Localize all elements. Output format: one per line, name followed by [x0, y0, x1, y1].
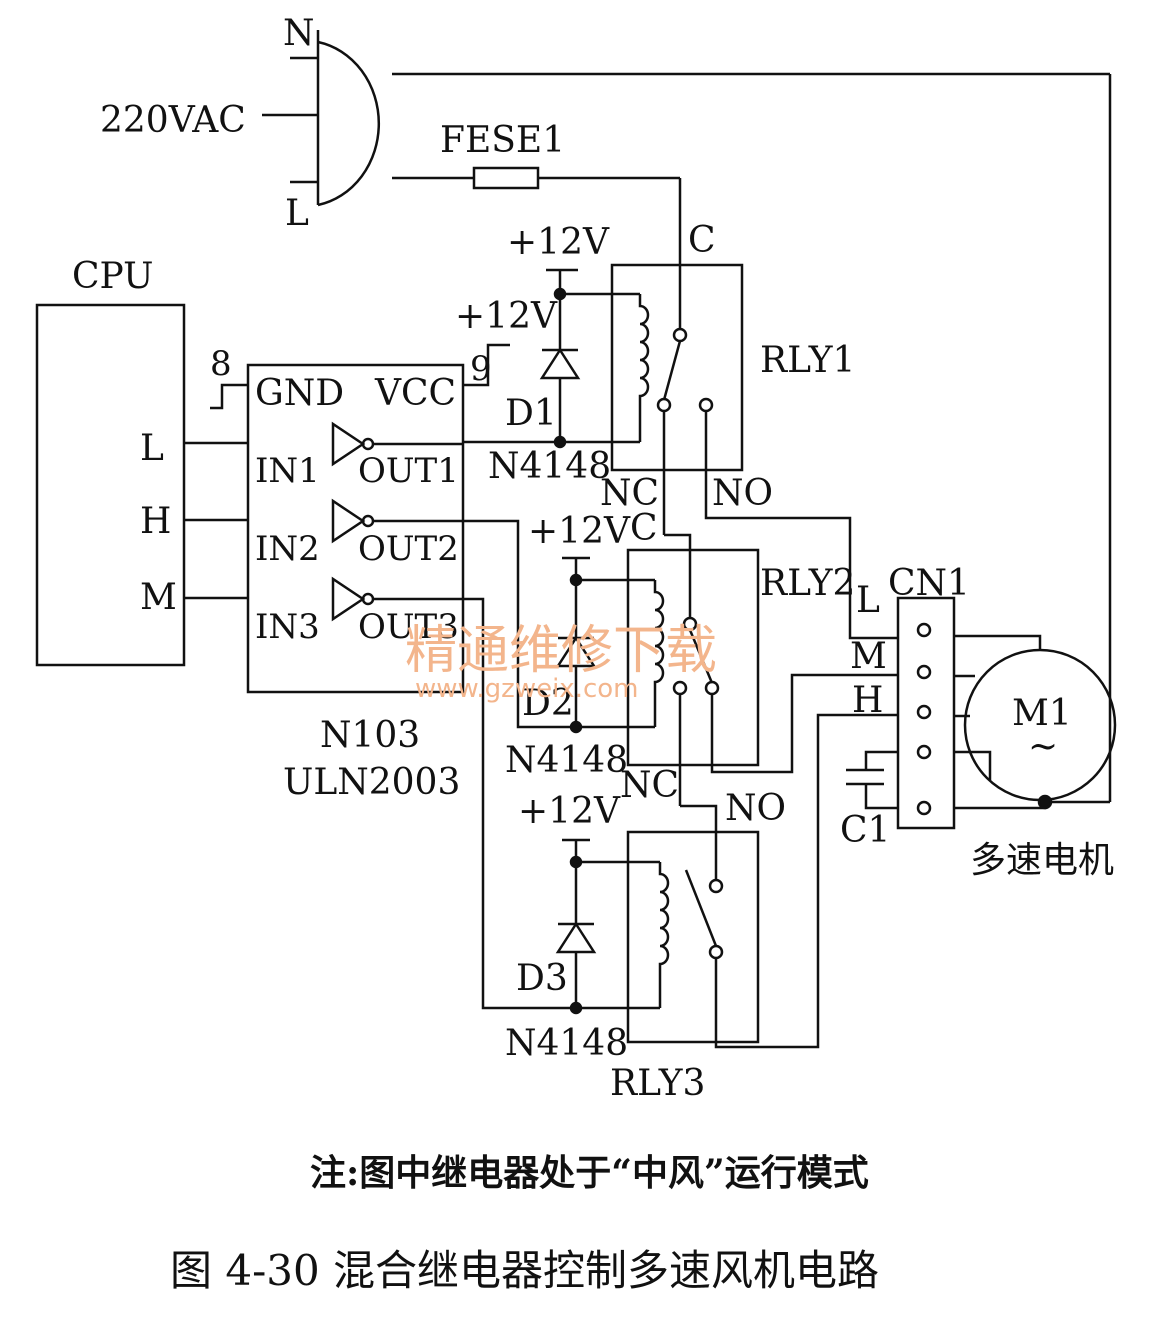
mains-voltage-label: 220VAC	[100, 100, 246, 141]
cpu-pin-h: H	[140, 501, 171, 542]
d2-label: D2	[522, 683, 574, 724]
driver-part: ULN2003	[283, 762, 460, 803]
relay-2	[463, 519, 898, 806]
cn1-l-label: L	[856, 580, 880, 621]
cpu-block	[35, 303, 186, 667]
vcc-label: VCC	[374, 373, 456, 414]
mains-plug	[262, 30, 1112, 804]
mains-l-label: L	[285, 193, 309, 234]
capacitor-label: C1	[840, 810, 890, 851]
cn1-m-label: M	[850, 636, 887, 677]
cn1-h-label: H	[852, 680, 883, 721]
relay2-supply-label: +12V	[528, 511, 631, 552]
in2-label: IN2	[255, 529, 320, 569]
relay2-nc-label: NC	[620, 765, 679, 806]
figure-note: 注:图中继电器处于“中风”运行模式	[310, 1152, 869, 1194]
driver-chip	[184, 343, 510, 694]
d1-label: D1	[505, 393, 557, 434]
d1-part-label: N4148	[488, 446, 611, 487]
out3-label: OUT3	[358, 607, 459, 647]
relay1-c-label: C	[688, 220, 716, 261]
watermark-url: www.gzweix.com	[415, 674, 639, 704]
relay1-name: RLY1	[760, 340, 855, 381]
gnd-pin-number: 8	[210, 344, 232, 384]
mains-n-label: N	[283, 13, 315, 54]
figure-caption: 图 4-30 混合继电器控制多速风机电路	[170, 1246, 879, 1295]
vcc-pin-number: 9	[470, 349, 492, 389]
relay3-supply-label: +12V	[518, 791, 621, 832]
motor-caption: 多速电机	[970, 840, 1114, 881]
relay1-nc-label: NC	[600, 473, 659, 514]
d2-part-label: N4148	[505, 740, 628, 781]
relay3-name: RLY3	[610, 1063, 705, 1104]
watermark-text: 精通维修下载	[405, 621, 717, 681]
cn1-label: CN1	[888, 563, 970, 604]
fuse-label: FESE1	[440, 120, 565, 161]
in1-label: IN1	[255, 451, 320, 491]
in3-label: IN3	[255, 607, 320, 647]
d3-part-label: N4148	[505, 1023, 628, 1064]
connector-cn1	[846, 596, 1047, 830]
out2-label: OUT2	[358, 529, 459, 569]
cpu-pin-m: M	[140, 577, 177, 618]
motor-name: M1	[1012, 693, 1072, 734]
relay1-no-label: NO	[712, 473, 773, 514]
motor-ac-symbol: ~	[1028, 726, 1058, 767]
relay2-c-label: C	[630, 508, 658, 549]
relay-3	[463, 597, 898, 1049]
cpu-pin-l: L	[140, 428, 164, 469]
vcc-supply-label: +12V	[455, 296, 558, 337]
relay1-supply-label: +12V	[507, 222, 610, 263]
out1-label: OUT1	[358, 451, 459, 491]
gnd-label: GND	[255, 373, 344, 414]
driver-ref: N103	[320, 715, 420, 756]
relay2-name: RLY2	[760, 563, 855, 604]
cpu-title: CPU	[72, 256, 153, 297]
relay-1	[463, 263, 898, 640]
relay2-no-label: NO	[725, 788, 786, 829]
d3-label: D3	[516, 958, 568, 999]
fuse	[472, 166, 540, 190]
